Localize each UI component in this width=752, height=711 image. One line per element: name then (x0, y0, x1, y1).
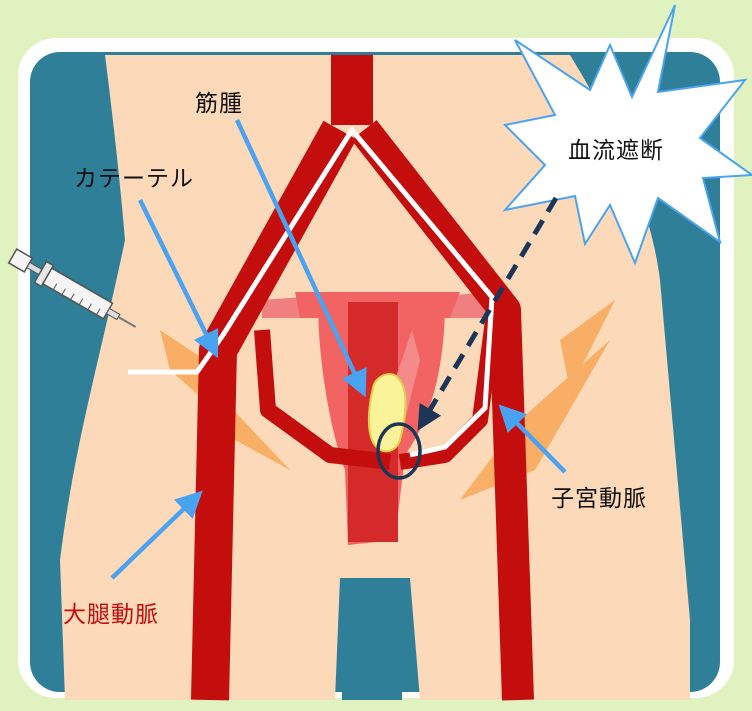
block-arrow (417, 196, 559, 431)
catheter-label: カテーテル (74, 166, 194, 192)
myoma (367, 373, 407, 453)
catheter-line (128, 125, 495, 458)
myoma-pointer-arrow (234, 119, 367, 398)
uterine-pointer-arrow (498, 404, 567, 474)
femoral-pointer-arrow (110, 490, 203, 580)
femoral-artery-label: 大腿動脈 (63, 602, 159, 628)
syringe-icon (7, 248, 137, 328)
catheter-pointer-arrow (137, 199, 219, 359)
starburst-icon (502, 4, 752, 266)
myoma-label: 筋腫 (195, 91, 243, 117)
leg-gap (342, 585, 402, 700)
target-circle (376, 422, 422, 480)
uterine-artery-label: 子宮動脈 (551, 486, 647, 512)
pointer-arrows (110, 119, 567, 580)
blood-flow-block-label: 血流遮断 (568, 138, 664, 164)
